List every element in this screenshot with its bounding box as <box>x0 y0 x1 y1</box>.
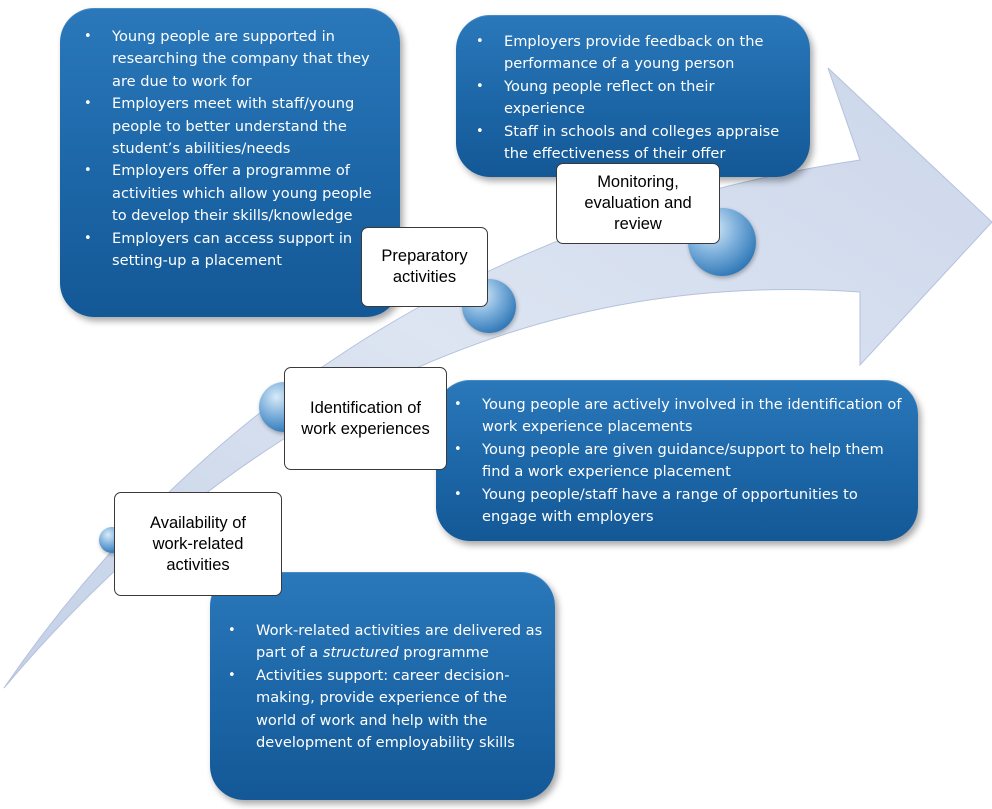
bullet-icon: • <box>228 623 236 638</box>
list-item: •Young people are actively involved in t… <box>454 396 902 436</box>
label-line: Monitoring, <box>597 173 679 191</box>
list-item: •Employers meet with staff/young people … <box>84 95 355 158</box>
list-item: •Work-related activities are delivered a… <box>228 622 543 662</box>
label-line: Preparatory <box>381 247 468 265</box>
bullet-icon: • <box>476 123 484 139</box>
label-line: evaluation and <box>584 194 692 212</box>
label-line: work-related <box>152 534 244 553</box>
emphasis-text: structured <box>322 644 399 662</box>
bullet-icon: • <box>84 29 92 44</box>
list-item: •Young people are given guidance/support… <box>454 440 884 481</box>
bullet-icon: • <box>84 96 92 112</box>
label-line: Availability of <box>150 513 246 532</box>
label-line: review <box>614 215 662 233</box>
availability-details-box: •Work-related activities are delivered a… <box>210 572 555 800</box>
stage-label-monitoring: Monitoring, evaluation and review <box>556 163 720 244</box>
bullet-icon: • <box>454 397 462 412</box>
preparatory-list: •Young people are supported in researchi… <box>84 26 386 272</box>
list-item: •Employers can access support in setting… <box>84 229 353 270</box>
bullet-icon: • <box>454 486 462 502</box>
availability-list: •Work-related activities are delivered a… <box>228 620 543 754</box>
stage-label-preparatory: Preparatory activities <box>361 227 488 307</box>
identification-details-box: •Young people are actively involved in t… <box>436 380 918 541</box>
list-item: •Employers offer a programme of activiti… <box>84 162 372 225</box>
bullet-icon: • <box>476 78 484 94</box>
list-item: •Activities support: career decision-mak… <box>228 666 515 752</box>
label-line: work experiences <box>301 419 430 438</box>
monitoring-details-box: •Employers provide feedback on the perfo… <box>456 15 810 177</box>
identification-list: •Young people are actively involved in t… <box>454 394 904 528</box>
bullet-icon: • <box>228 667 236 683</box>
bullet-icon: • <box>84 163 92 179</box>
label-line: activities <box>392 268 457 286</box>
bullet-icon: • <box>454 441 462 457</box>
stage-label-availability: Availability of work-related activities <box>114 492 282 596</box>
list-item: •Young people are supported in researchi… <box>84 28 370 90</box>
label-line: Identification of <box>309 398 421 417</box>
list-item: •Employers provide feedback on the perfo… <box>476 33 764 73</box>
stage-label-identification: Identification of work experiences <box>284 367 447 470</box>
monitoring-list: •Employers provide feedback on the perfo… <box>476 31 796 165</box>
preparatory-details-box: •Young people are supported in researchi… <box>60 8 400 317</box>
label-line: activities <box>166 555 230 574</box>
list-item: •Staff in schools and colleges appraise … <box>476 122 780 163</box>
list-item: •Young people/staff have a range of oppo… <box>454 485 858 526</box>
list-item: •Young people reflect on their experienc… <box>476 77 715 118</box>
bullet-icon: • <box>476 34 484 49</box>
bullet-icon: • <box>84 230 92 246</box>
